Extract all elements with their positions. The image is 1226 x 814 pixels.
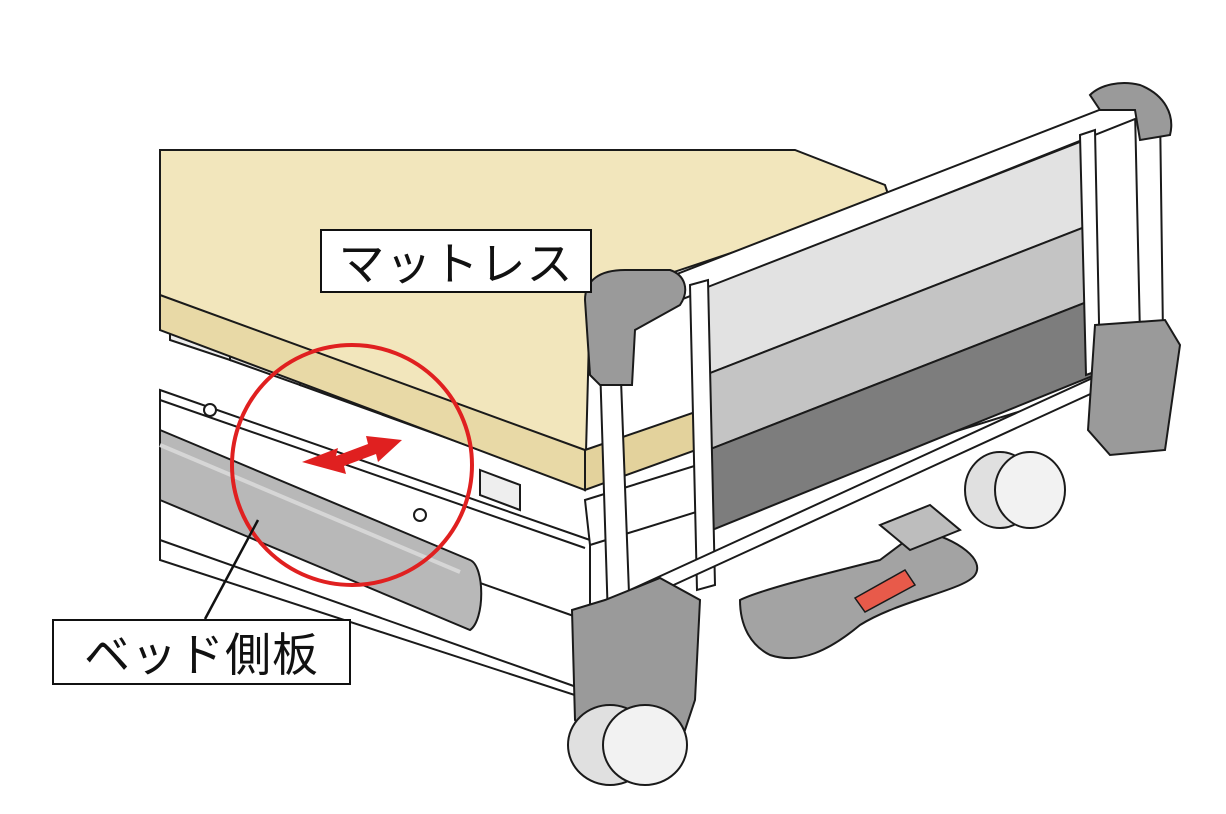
direction-arrow-icon <box>302 436 402 474</box>
casters <box>567 451 1066 786</box>
highlight-circle <box>230 343 474 587</box>
side-panel-bar <box>159 428 483 632</box>
footboard <box>570 82 1182 754</box>
side-panel-label: ベッド側板 <box>52 619 351 685</box>
side-panel-leader-line <box>203 519 260 620</box>
foot-pedal <box>738 503 978 660</box>
mattress-label: マットレス <box>320 229 592 293</box>
